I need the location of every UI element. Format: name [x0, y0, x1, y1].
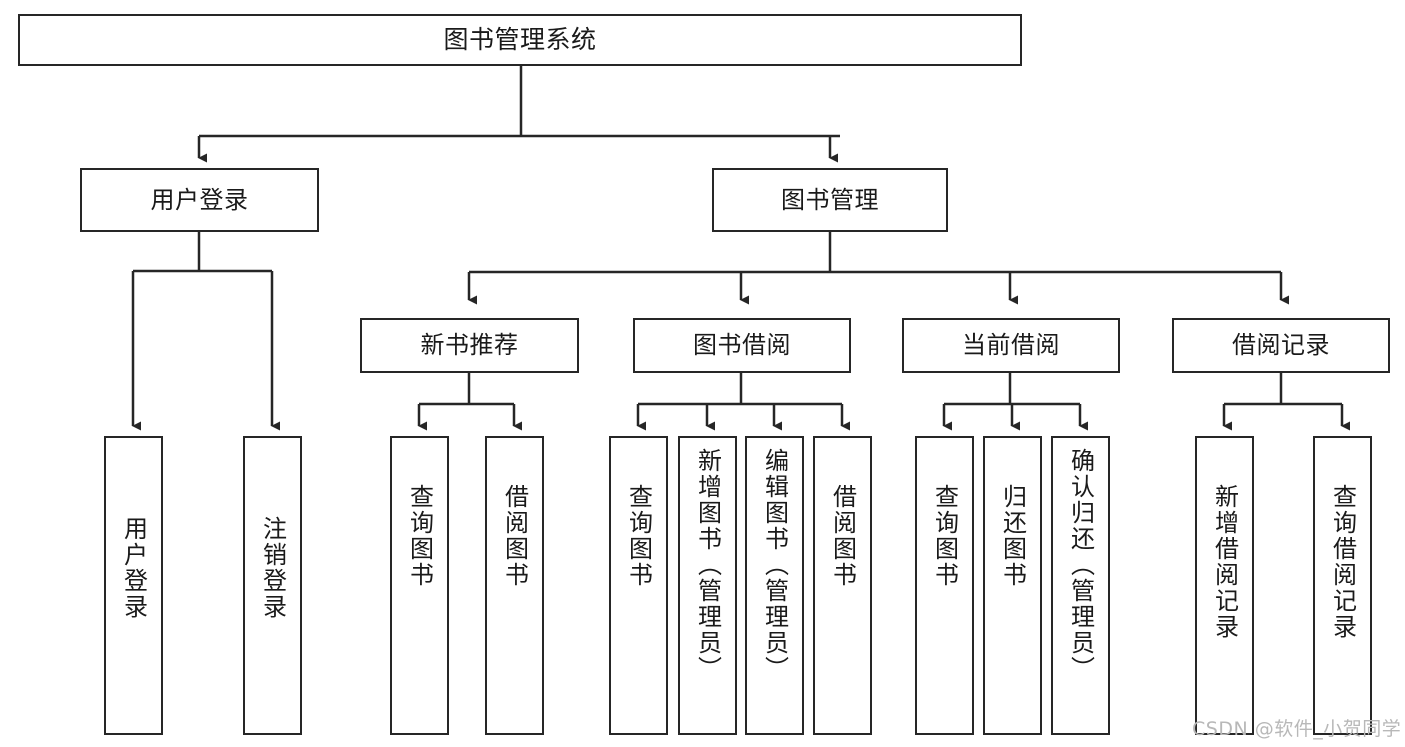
node-leaf-edit-book[interactable]: 编辑图书（管理员）: [745, 436, 804, 735]
edge-group-borrow-record: [1222, 373, 1350, 431]
node-leaf-borrow-book-2[interactable]: 借阅图书: [813, 436, 872, 735]
edge-group-book-management: [467, 232, 1289, 305]
node-leaf-add-book[interactable]: 新增图书（管理员）: [678, 436, 737, 735]
node-borrow-record[interactable]: 借阅记录: [1172, 318, 1390, 373]
edge-group-root: [197, 66, 840, 163]
edge-group-user-login: [131, 232, 280, 431]
node-leaf-borrow-book-1[interactable]: 借阅图书: [485, 436, 544, 735]
edge-group-current-borrow: [942, 373, 1088, 431]
node-label: 新增借阅记录: [1210, 484, 1239, 640]
node-label: 图书管理系统: [443, 25, 597, 55]
node-book-borrow[interactable]: 图书借阅: [633, 318, 851, 373]
node-label: 新书推荐: [420, 331, 519, 360]
node-label: 查询图书: [930, 484, 959, 588]
node-label: 当前借阅: [962, 331, 1060, 360]
edge-group-book-borrow: [636, 373, 850, 431]
node-label: 借阅图书: [828, 484, 857, 588]
node-label: 查询图书: [624, 484, 653, 588]
node-leaf-logout[interactable]: 注销登录: [243, 436, 302, 735]
node-leaf-add-record[interactable]: 新增借阅记录: [1195, 436, 1254, 735]
node-book-management[interactable]: 图书管理: [712, 168, 948, 232]
node-label: 借阅图书: [500, 484, 529, 588]
node-leaf-query-book-3[interactable]: 查询图书: [915, 436, 974, 735]
node-label: 用户登录: [119, 516, 148, 620]
node-label: 确认归还（管理员）: [1066, 448, 1095, 682]
watermark-csdn: CSDN @软件_小贺同学: [1192, 718, 1402, 740]
node-label: 查询借阅记录: [1328, 484, 1357, 640]
node-root-system[interactable]: 图书管理系统: [18, 14, 1022, 66]
node-leaf-query-book-1[interactable]: 查询图书: [390, 436, 449, 735]
node-leaf-query-record[interactable]: 查询借阅记录: [1313, 436, 1372, 735]
node-label: 编辑图书（管理员）: [760, 448, 789, 682]
node-current-borrow[interactable]: 当前借阅: [902, 318, 1120, 373]
node-new-book-recommend[interactable]: 新书推荐: [360, 318, 579, 373]
node-label: 图书借阅: [693, 331, 791, 360]
node-leaf-user-login[interactable]: 用户登录: [104, 436, 163, 735]
edge-group-new-book-recommend: [417, 373, 522, 431]
node-leaf-confirm-return[interactable]: 确认归还（管理员）: [1051, 436, 1110, 735]
node-user-login[interactable]: 用户登录: [80, 168, 319, 232]
node-label: 用户登录: [150, 185, 249, 214]
node-label: 借阅记录: [1232, 331, 1330, 360]
node-label: 归还图书: [998, 484, 1027, 588]
node-label: 注销登录: [258, 516, 287, 620]
node-label: 查询图书: [405, 484, 434, 588]
node-label: 图书管理: [781, 185, 879, 214]
node-label: 新增图书（管理员）: [693, 448, 722, 682]
node-leaf-query-book-2[interactable]: 查询图书: [609, 436, 668, 735]
node-leaf-return-book[interactable]: 归还图书: [983, 436, 1042, 735]
